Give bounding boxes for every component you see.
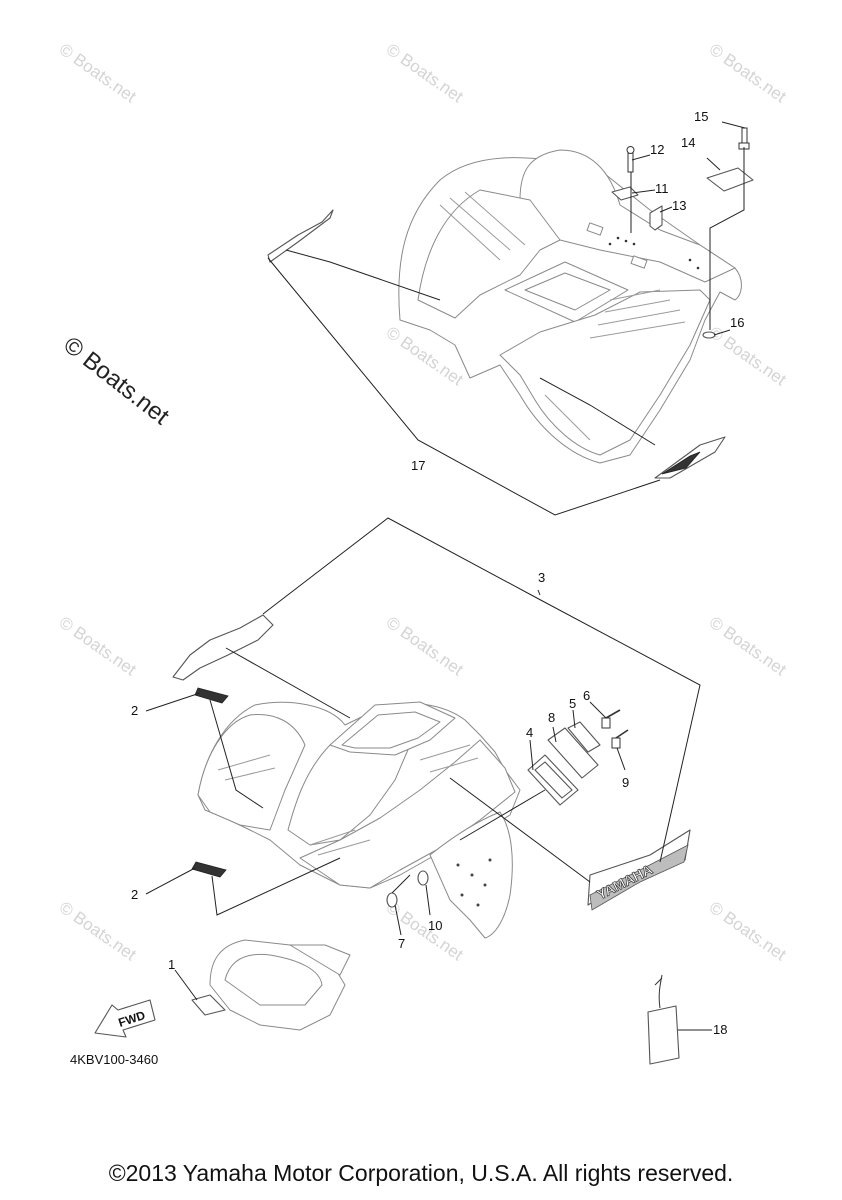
watermark: © Boats.net [706,613,790,680]
rear-left-decal [267,209,334,263]
leader-lines [145,121,746,1031]
part-5-plate [567,721,601,753]
callout-14: 14 [681,135,695,150]
callout-17: 17 [411,458,425,473]
callout-4: 4 [526,725,533,740]
part-4-reflector-frame [527,754,579,806]
rear-fender [398,149,742,464]
callout-10: 10 [428,918,442,933]
callout-9: 9 [622,775,629,790]
callout-8: 8 [548,710,555,725]
callout-12: 12 [650,142,664,157]
part-7-grommet [386,892,398,908]
watermark: © Boats.net [706,323,790,390]
rear-right-decal [654,436,726,479]
part-16-nut [702,331,716,339]
watermark: © Boats.net [56,898,140,965]
front-fender [197,701,521,939]
callout-18: 18 [713,1022,727,1037]
part-2-emblem-lower [191,861,227,878]
part-2-emblem-upper [194,687,229,704]
callout-5: 5 [569,696,576,711]
part-14-plate [706,167,754,192]
watermark: © Boats.net [383,613,467,680]
fwd-arrow: FWD [94,999,156,1038]
callout-15: 15 [694,109,708,124]
front-right-yamaha-decal: YAMAHA [587,829,691,911]
callout-3: 3 [538,570,545,585]
part-10-grommet [417,870,429,886]
watermark: © Boats.net [383,40,467,107]
callout-1: 1 [168,957,175,972]
watermark: © Boats.net [56,40,140,107]
diagram-code: 4KBV100-3460 [70,1052,158,1067]
callout-11: 11 [655,181,669,196]
callout-2-upper: 2 [131,703,138,718]
front-lower-guard [209,939,351,1031]
part-18-tag [647,974,680,1065]
callout-2-lower: 2 [131,887,138,902]
part-6-clip [601,709,621,729]
part-15-screw [738,127,750,150]
callout-6: 6 [583,688,590,703]
part-13-bracket [649,205,663,231]
watermark-large: © Boats.net [58,331,174,430]
front-left-decal [172,614,274,681]
watermark: © Boats.net [706,40,790,107]
copyright-footer: ©2013 Yamaha Motor Corporation, U.S.A. A… [108,1160,734,1186]
callout-7: 7 [398,936,405,951]
callout-labels: 1 2 2 3 4 5 6 7 8 9 10 11 12 13 14 15 16… [131,109,744,1037]
part-8-reflector [547,727,599,779]
callout-13: 13 [672,198,686,213]
part-1-bracket [191,994,226,1016]
callout-16: 16 [730,315,744,330]
part-9-clip [611,729,629,749]
watermark: © Boats.net [56,613,140,680]
watermark: © Boats.net [706,898,790,965]
